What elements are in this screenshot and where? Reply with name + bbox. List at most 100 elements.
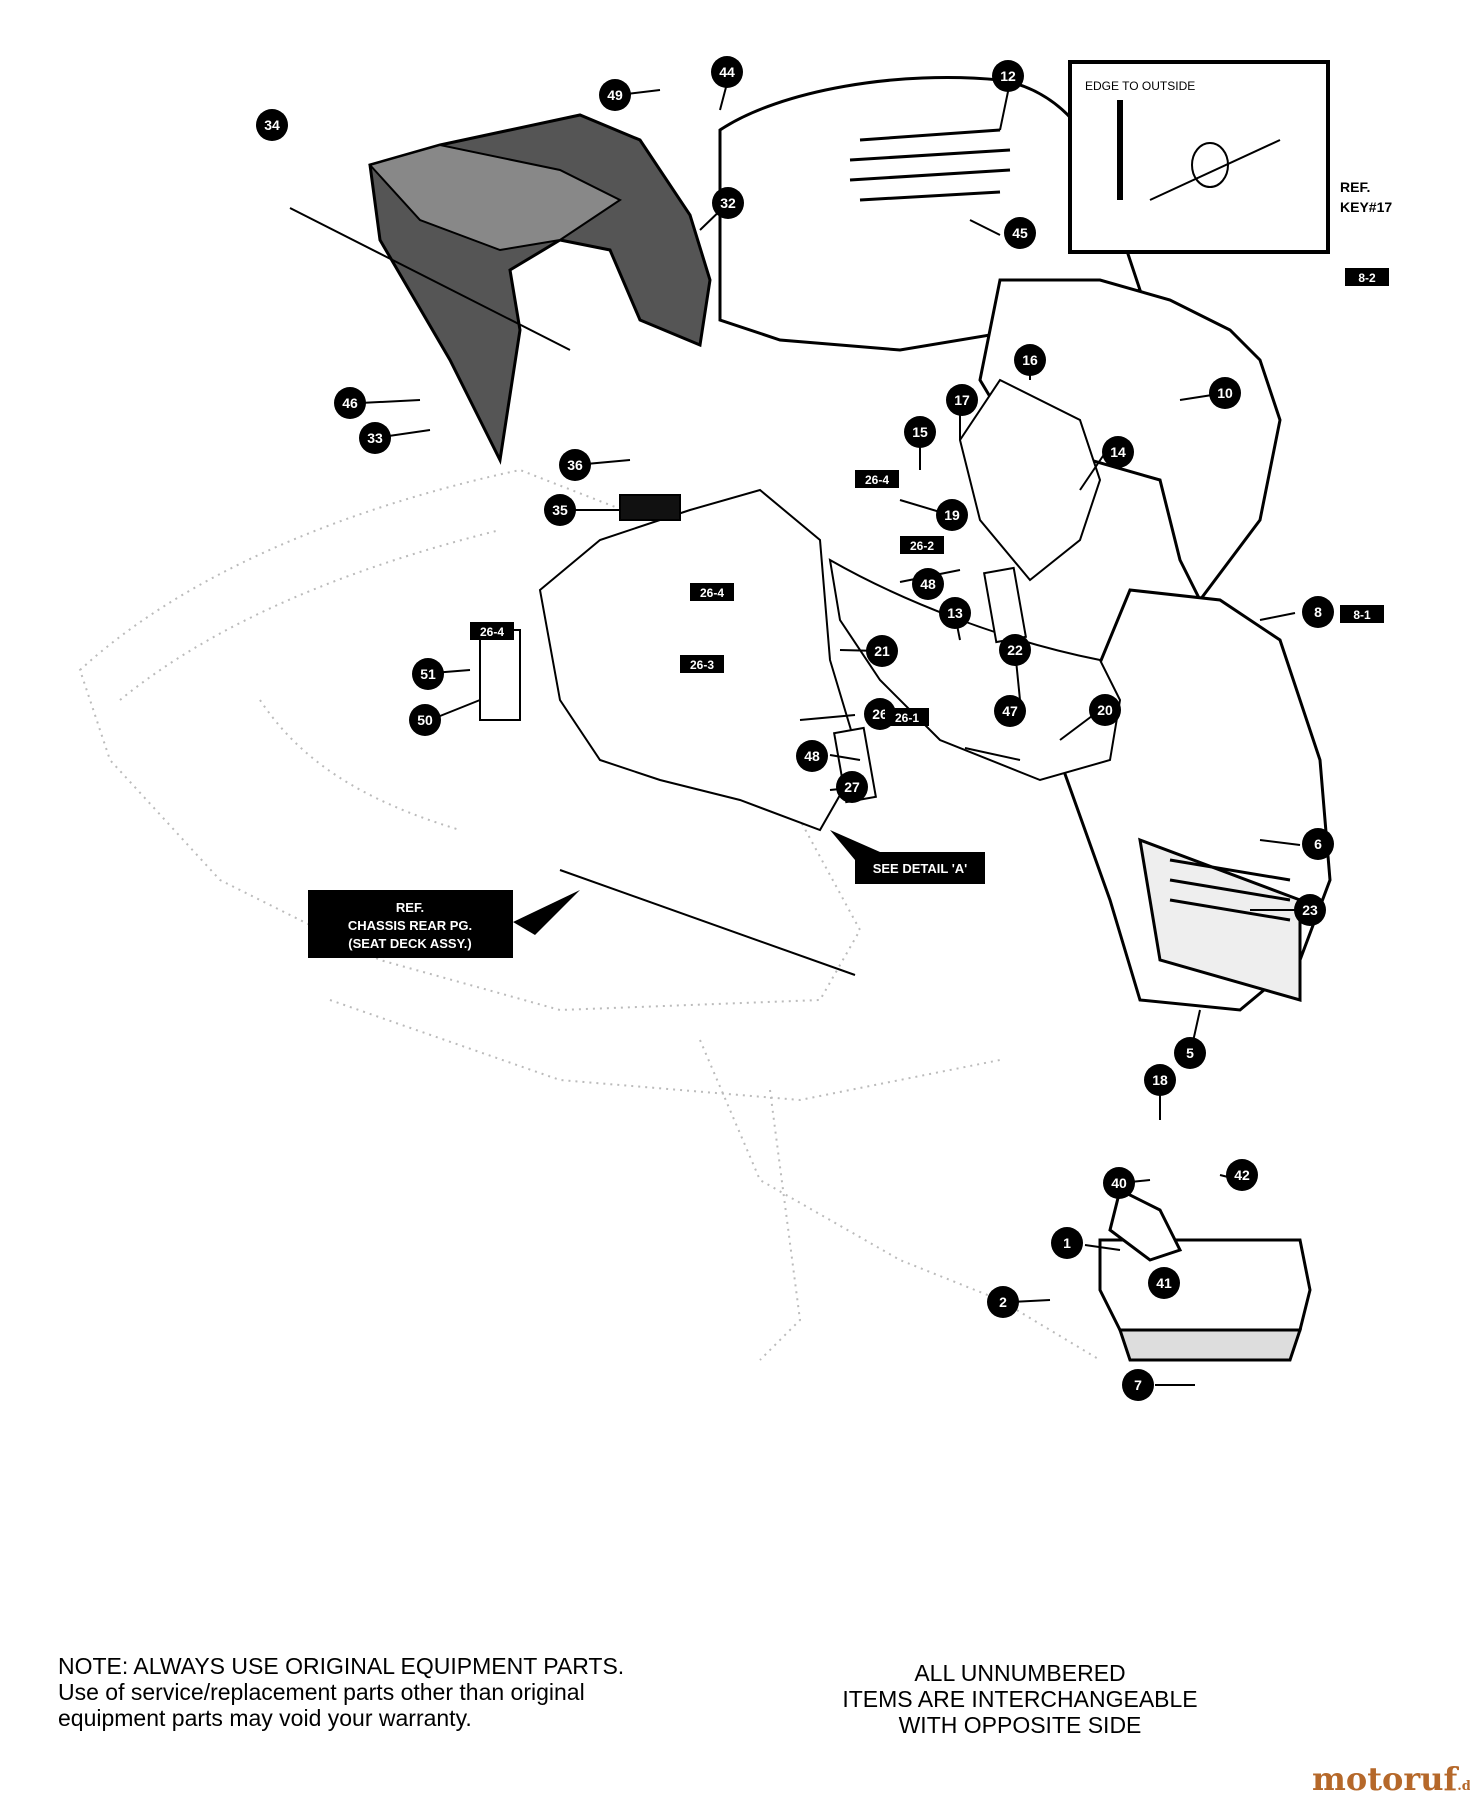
callout-number: 17 — [954, 392, 970, 408]
callout-badge — [334, 387, 366, 419]
callout-number: 46 — [342, 395, 358, 411]
callout-47: 47 — [994, 695, 1026, 727]
callout-badge — [559, 449, 591, 481]
callout-badge — [992, 60, 1024, 92]
callout-badge — [936, 499, 968, 531]
callout-number: 35 — [552, 502, 568, 518]
subpart-tag-label: 26-4 — [480, 625, 504, 639]
callout-19: 19 — [936, 499, 968, 531]
callout-32: 32 — [712, 187, 744, 219]
rear-fender-shape — [368, 113, 712, 465]
interchangeable-note-line-2: ITEMS ARE INTERCHANGEABLE — [842, 1686, 1198, 1712]
callout-number: 23 — [1302, 902, 1318, 918]
subpart-tag-26-4: 26-4 — [690, 583, 734, 601]
callout-number: 16 — [1022, 352, 1038, 368]
subpart-tag-label: 26-4 — [865, 473, 889, 487]
callout-6: 6 — [1302, 828, 1334, 860]
callout-number: 50 — [417, 712, 433, 728]
callout-2: 2 — [987, 1286, 1019, 1318]
callout-badge — [1148, 1267, 1180, 1299]
warranty-note-line-2: Use of service/replacement parts other t… — [58, 1679, 585, 1705]
callout-49: 49 — [599, 79, 631, 111]
callout-5: 5 — [1174, 1037, 1206, 1069]
callout-13: 13 — [939, 597, 971, 629]
inset-detail-box: EDGE TO OUTSIDE REF. KEY#17 — [1068, 60, 1392, 254]
callout-badge — [946, 384, 978, 416]
callout-number: 10 — [1217, 385, 1233, 401]
callout-number: 41 — [1156, 1275, 1172, 1291]
hood-body-shape — [718, 75, 1332, 1012]
callout-33: 33 — [359, 422, 391, 454]
chassis-ref-box: REF. CHASSIS REAR PG. (SEAT DECK ASSY.) — [308, 890, 580, 958]
subpart-tag-26-4: 26-4 — [855, 470, 899, 488]
callout-27: 27 — [836, 771, 868, 803]
callout-badge — [1302, 596, 1334, 628]
callout-number: 34 — [264, 117, 280, 133]
callout-badge — [256, 109, 288, 141]
subpart-tag-26-3: 26-3 — [680, 655, 724, 673]
callout-badge — [987, 1286, 1019, 1318]
callout-badge — [1014, 344, 1046, 376]
callout-number: 20 — [1097, 702, 1113, 718]
callout-badge — [939, 597, 971, 629]
detail-ref-label: SEE DETAIL 'A' — [873, 861, 968, 876]
callout-12: 12 — [992, 60, 1024, 92]
callout-number: 26 — [872, 706, 888, 722]
callout-17: 17 — [946, 384, 978, 416]
callout-48: 48 — [912, 568, 944, 600]
subpart-tag-26-2: 26-2 — [900, 536, 944, 554]
subpart-tag-box — [680, 655, 724, 673]
callout-number: 33 — [367, 430, 383, 446]
subpart-tag-label: 26-3 — [690, 658, 714, 672]
callout-number: 15 — [912, 424, 928, 440]
callout-badge — [1144, 1064, 1176, 1096]
callout-16: 16 — [1014, 344, 1046, 376]
callout-number: 18 — [1152, 1072, 1168, 1088]
callout-51: 51 — [412, 658, 444, 690]
battery-tray-shape — [1098, 1187, 1312, 1362]
callout-46: 46 — [334, 387, 366, 419]
warranty-note-line-3: equipment parts may void your warranty. — [58, 1705, 472, 1731]
callout-number: 2 — [999, 1294, 1007, 1310]
detail-ref-box: SEE DETAIL 'A' — [830, 830, 985, 884]
callout-number: 14 — [1110, 444, 1126, 460]
subpart-tag-8-2: 8-2 — [1345, 268, 1389, 286]
callout-badge — [904, 416, 936, 448]
subpart-tag-8-1: 8-1 — [1340, 605, 1384, 623]
callout-40: 40 — [1103, 1167, 1135, 1199]
callout-badge — [412, 658, 444, 690]
interchangeable-note-line-1: ALL UNNUMBERED — [914, 1660, 1126, 1686]
subpart-tag-box — [1340, 605, 1384, 623]
callout-badge — [999, 634, 1031, 666]
callout-42: 42 — [1226, 1159, 1258, 1191]
subpart-tag-box — [900, 536, 944, 554]
watermark-logo: motoruf.de — [1312, 1760, 1470, 1798]
hood-vent-slots — [849, 128, 1291, 922]
callout-20: 20 — [1089, 694, 1121, 726]
callout-badge — [359, 422, 391, 454]
callout-badge — [1302, 828, 1334, 860]
chassis-ref-line-2: CHASSIS REAR PG. — [348, 918, 472, 933]
subpart-tag-box — [690, 583, 734, 601]
callout-badge — [1103, 1167, 1135, 1199]
callout-number: 5 — [1186, 1045, 1194, 1061]
callout-number: 44 — [719, 64, 735, 80]
callout-badge — [1102, 436, 1134, 468]
callout-badge — [711, 56, 743, 88]
inset-ref-label-2: KEY#17 — [1340, 199, 1392, 215]
callout-badge — [712, 187, 744, 219]
callout-number: 49 — [607, 87, 623, 103]
inset-edge-label: EDGE TO OUTSIDE — [1085, 79, 1195, 93]
callout-14: 14 — [1102, 436, 1134, 468]
chassis-outline — [78, 468, 1101, 1361]
callout-23: 23 — [1294, 894, 1326, 926]
callout-number: 12 — [1000, 68, 1016, 84]
interchangeable-note-line-3: WITH OPPOSITE SIDE — [898, 1712, 1142, 1738]
subpart-tag-box — [885, 708, 929, 726]
callout-number: 19 — [944, 507, 960, 523]
callout-18: 18 — [1144, 1064, 1176, 1096]
interchangeable-note: ALL UNNUMBERED ITEMS ARE INTERCHANGEABLE… — [800, 1660, 1240, 1738]
subpart-tag-label: 8-2 — [1358, 271, 1376, 285]
